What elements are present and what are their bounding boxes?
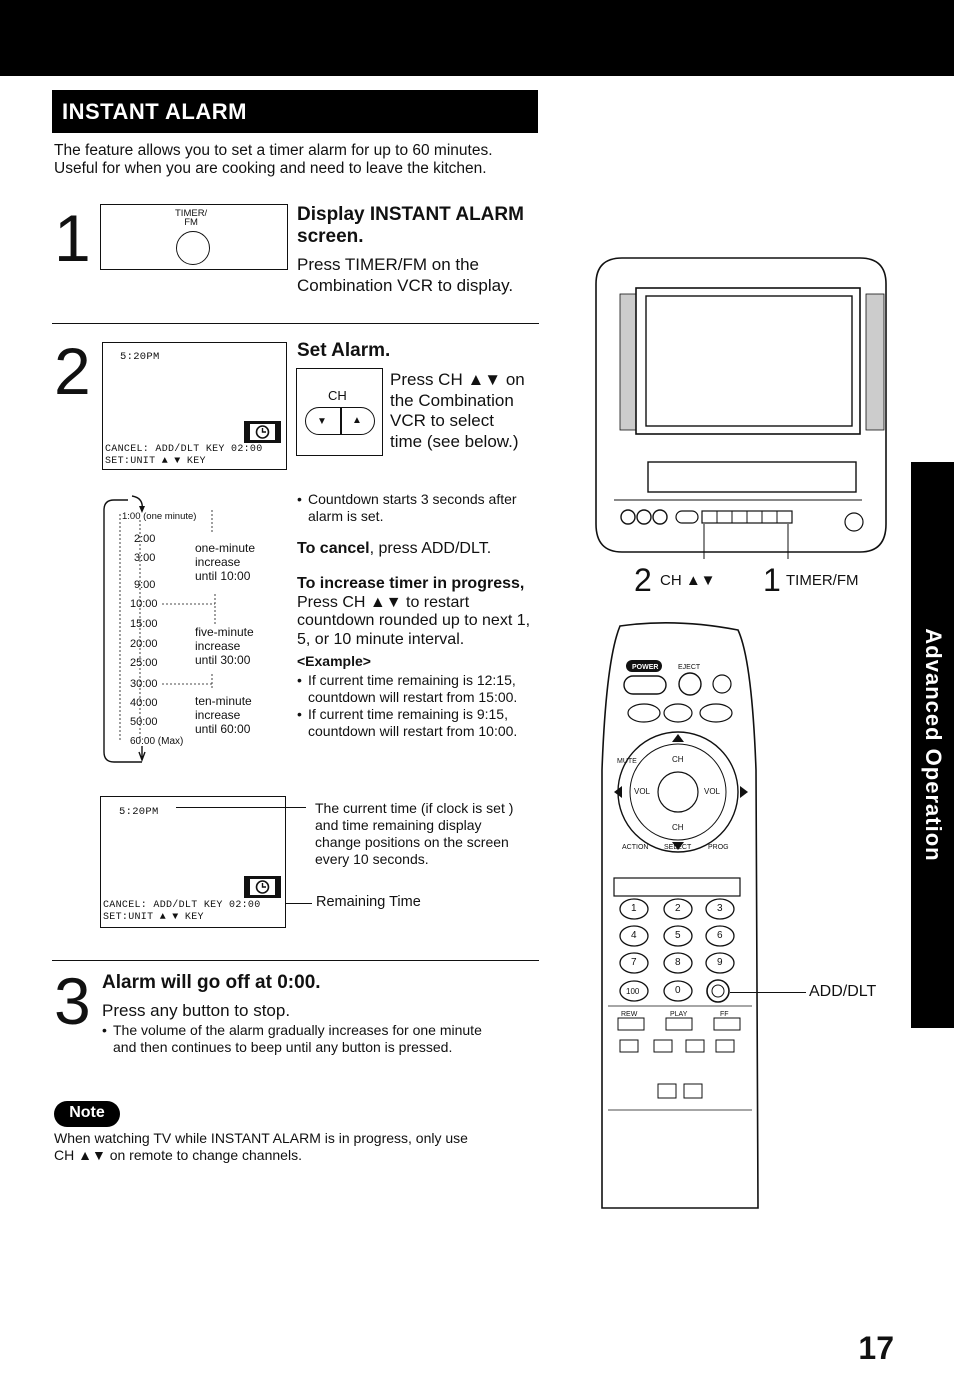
add-dlt-callout-line xyxy=(730,992,806,993)
tv-vcr-illustration xyxy=(592,254,890,572)
timer-fm-button[interactable] xyxy=(176,231,210,265)
divider xyxy=(52,960,539,961)
ch-up-button[interactable]: ▲ xyxy=(352,415,362,426)
callout-line xyxy=(176,807,288,808)
step2-heading: Set Alarm. xyxy=(297,340,391,361)
ch-button-panel: CH ▼ ▲ xyxy=(296,368,383,456)
callout-line xyxy=(286,903,312,904)
page-number: 17 xyxy=(858,1330,894,1366)
step3-heading: Alarm will go off at 0:00. xyxy=(102,972,321,993)
chapter-side-tab: Advanced Operation xyxy=(911,462,954,1028)
osd-screen-1: 5:20PM CANCEL: ADD/DLT KEY 02:00 SET:UNI… xyxy=(102,342,287,470)
osd-screen-2: 5:20PM CANCEL: ADD/DLT KEY 02:00 SET:UNI… xyxy=(100,796,286,928)
remaining-time-callout: Remaining Time xyxy=(316,894,421,910)
step3-number: 3 xyxy=(54,964,91,1038)
step2-number: 2 xyxy=(54,334,91,408)
vcr-label-1: 1 xyxy=(763,562,781,598)
ch-down-button[interactable]: ▼ xyxy=(317,416,327,427)
intro-text: The feature allows you to set a timer al… xyxy=(54,142,493,177)
add-dlt-label: ADD/DLT xyxy=(809,983,877,1000)
step3-bullet: The volume of the alarm gradually increa… xyxy=(102,1022,482,1056)
step1-heading: Display INSTANT ALARM screen. xyxy=(297,204,524,247)
callout-line xyxy=(286,807,306,808)
step1-number: 1 xyxy=(54,201,91,275)
clock-position-callout: The current time (if clock is set ) and … xyxy=(315,800,514,867)
vcr-label-2: 2 xyxy=(634,562,652,598)
alarm-clock-icon xyxy=(244,421,281,443)
cancel-instruction: To cancel, press ADD/DLT. xyxy=(297,540,492,557)
section-title: INSTANT ALARM xyxy=(62,99,247,124)
step2-text: Press CH ▲▼ on the Combination VCR to se… xyxy=(390,370,525,451)
note-badge: Note xyxy=(54,1101,120,1127)
vcr-label-ch: CH ▲▼ xyxy=(660,572,716,589)
section-title-bar: INSTANT ALARM xyxy=(52,90,538,133)
timer-increment-diagram: 1:00 (one minute) 2:00 3:00 9:00 10:00 1… xyxy=(100,494,290,764)
countdown-note: Countdown starts 3 seconds after alarm i… xyxy=(297,491,517,525)
timer-button-panel: TIMER/ FM xyxy=(100,204,288,270)
remote-control-illustration: POWER EJECT MUTE CH VOL VOL CH ACTION SE… xyxy=(596,620,766,1212)
note-text: When watching TV while INSTANT ALARM is … xyxy=(54,1130,468,1163)
alarm-clock-icon xyxy=(244,876,281,898)
ch-rocker: ▼ ▲ xyxy=(305,407,375,435)
step3-text: Press any button to stop. xyxy=(102,1001,291,1020)
vcr-label-timer: TIMER/FM xyxy=(786,572,859,589)
example-list: If current time remaining is 12:15, coun… xyxy=(297,672,517,740)
divider xyxy=(52,323,539,324)
increase-instruction: To increase timer in progress, Press CH … xyxy=(297,575,531,648)
example-heading: <Example> xyxy=(297,653,371,669)
top-black-bar xyxy=(0,0,954,76)
step1-text: Press TIMER/FM on the Combination VCR to… xyxy=(297,255,514,295)
